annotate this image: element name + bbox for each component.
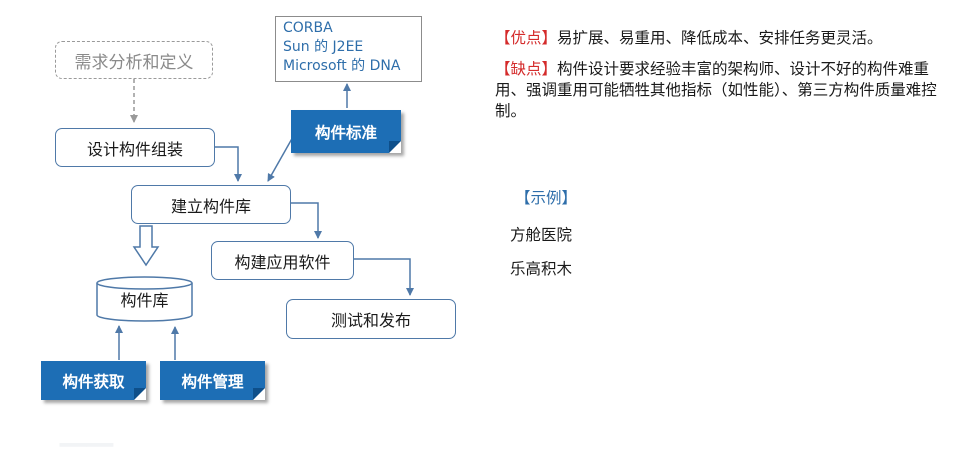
demerits-row: 【缺点】构件设计要求经验丰富的架构师、设计不好的构件难重用、强调重用可能牺牲其他…	[495, 59, 955, 122]
component-manage-tag-label: 构件管理	[181, 372, 244, 391]
standard-j2ee: Sun 的 J2EE	[283, 39, 364, 55]
arrow-app-to-test	[354, 258, 414, 296]
example-title: 【示例】	[515, 189, 578, 207]
component-standards-list: CORBA Sun 的 J2EE Microsoft 的 DNA	[275, 16, 422, 82]
test-and-release-box: 测试和发布	[286, 299, 456, 339]
build-component-library-box: 建立构件库	[131, 185, 291, 224]
build-application-box: 构建应用软件	[211, 241, 354, 280]
example-item-lego: 乐高积木	[510, 260, 573, 278]
requirements-analysis-box: 需求分析和定义	[55, 41, 213, 79]
demerits-text: 构件设计要求经验丰富的架构师、设计不好的构件难重用、强调重用可能牺牲其他指标（如…	[495, 60, 937, 120]
component-acquire-tag-label: 构件获取	[62, 372, 125, 391]
component-manage-tag: 构件管理	[160, 361, 265, 400]
component-based-development-diagram: ── 需求分析和	[41, 16, 955, 471]
notes-panel: 【优点】易扩展、易重用、降低成本、安排任务更灵活。 【缺点】构件设计要求经验丰富…	[495, 28, 955, 122]
merits-text: 易扩展、易重用、降低成本、安排任务更灵活。	[557, 29, 883, 47]
component-standards-tag-label: 构件标准	[314, 123, 377, 142]
component-library-label: 构件库	[120, 291, 169, 310]
component-library-cylinder	[96, 276, 193, 322]
merits-row: 【优点】易扩展、易重用、降低成本、安排任务更灵活。	[495, 28, 955, 49]
arrow-library-to-app	[291, 202, 322, 239]
example-item-hospital: 方舱医院	[510, 226, 573, 244]
component-standards-tag: 构件标准	[291, 110, 401, 153]
arrow-design-to-library	[215, 146, 242, 182]
standard-corba: CORBA	[283, 20, 333, 36]
page-fold-icon	[389, 141, 401, 153]
standard-dna: Microsoft 的 DNA	[283, 58, 401, 74]
page-fold-icon	[253, 388, 265, 400]
connectors-layer	[96, 79, 414, 360]
page-fold-icon	[134, 388, 146, 400]
component-acquire-tag: 构件获取	[41, 361, 146, 400]
merits-label: 【优点】	[495, 29, 558, 47]
hollow-down-arrow	[132, 225, 160, 267]
design-components-box: 设计构件组装	[55, 128, 215, 167]
demerits-label: 【缺点】	[495, 60, 558, 78]
